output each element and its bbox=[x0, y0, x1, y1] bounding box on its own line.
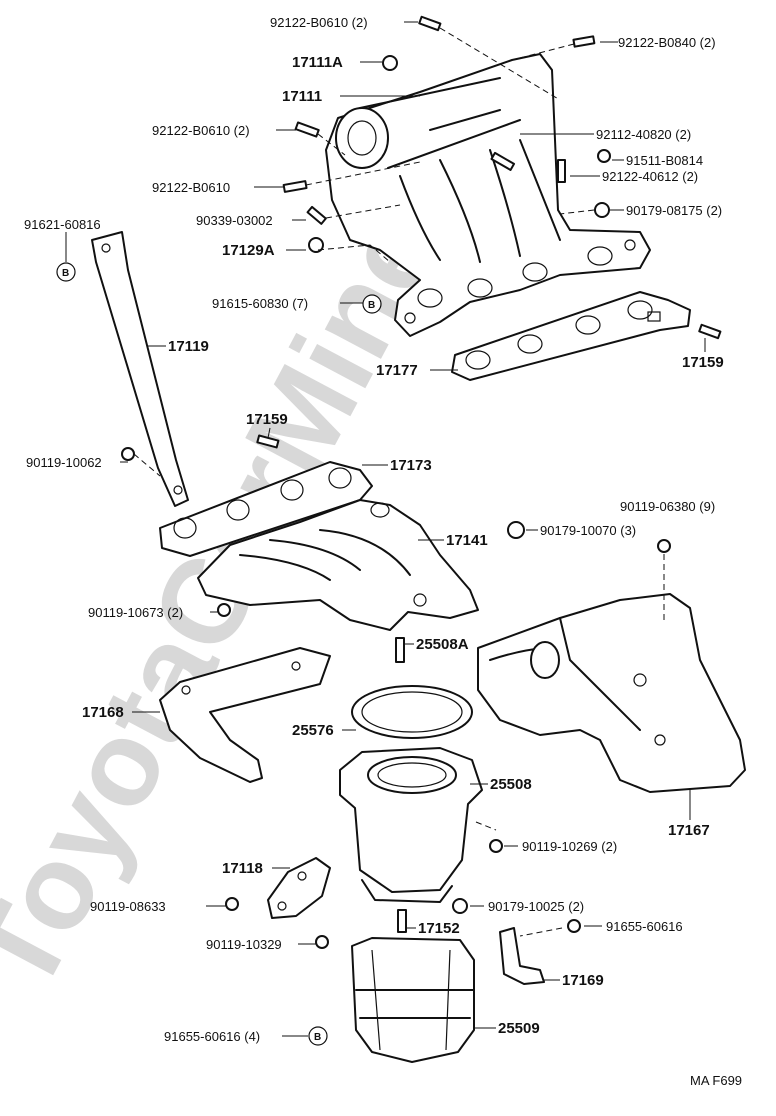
label-17177: 17177 bbox=[376, 362, 418, 379]
label-25508: 25508 bbox=[490, 776, 532, 793]
label-92122-B0840-2: 92122-B0840 (2) bbox=[618, 35, 716, 50]
part-labels: 92122-B0610 (2) 17111A 92122-B0840 (2) 1… bbox=[24, 15, 742, 1088]
fasteners bbox=[121, 15, 722, 949]
label-92122-B0610-2: 92122-B0610 (2) bbox=[270, 15, 368, 30]
label-90119-10269: 90119-10269 (2) bbox=[522, 839, 617, 854]
manifold-stay-17119 bbox=[91, 231, 189, 507]
label-17118: 17118 bbox=[222, 860, 263, 877]
label-17173: 17173 bbox=[390, 457, 432, 474]
label-17111A: 17111A bbox=[292, 54, 343, 71]
label-90119-06380: 90119-06380 (9) bbox=[620, 499, 715, 514]
bracket-17118 bbox=[267, 857, 331, 919]
label-25508A: 25508A bbox=[416, 636, 469, 653]
label-90179-10070: 90179-10070 (3) bbox=[540, 523, 636, 538]
label-90119-10329: 90119-10329 bbox=[206, 937, 282, 952]
gasket-17177 bbox=[451, 291, 691, 381]
label-91615-60830: 91615-60830 (7) bbox=[212, 296, 308, 311]
drawing-code: MA F699 bbox=[690, 1073, 742, 1088]
label-17159-mid: 17159 bbox=[246, 411, 288, 428]
label-90119-10673: 90119-10673 (2) bbox=[88, 605, 183, 620]
label-25576: 25576 bbox=[292, 722, 334, 739]
gasket-17173 bbox=[159, 461, 373, 557]
reference-bubble-3: B bbox=[308, 1026, 328, 1046]
intake-manifold-17111 bbox=[325, 53, 651, 337]
label-17168: 17168 bbox=[82, 704, 124, 721]
label-90179-10025: 90179-10025 (2) bbox=[488, 899, 584, 914]
catalytic-converter-25508 bbox=[339, 747, 483, 903]
converter-protector-25509 bbox=[351, 937, 475, 1063]
label-17167: 17167 bbox=[668, 822, 710, 839]
label-90179-08175: 90179-08175 (2) bbox=[626, 203, 722, 218]
label-91511-B0814: 91511-B0814 bbox=[626, 153, 703, 168]
label-92122-B0610: 92122-B0610 bbox=[152, 180, 230, 195]
bracket-17169 bbox=[499, 927, 545, 985]
label-92122-40612: 92122-40612 (2) bbox=[602, 169, 698, 184]
reference-bubble-2: B bbox=[362, 294, 382, 314]
leader-lines bbox=[65, 21, 706, 1037]
label-92122-B0610-2b: 92122-B0610 (2) bbox=[152, 123, 250, 138]
heat-insulator-17167 bbox=[477, 593, 746, 793]
svg-text:B: B bbox=[314, 1032, 321, 1043]
label-92112-40820: 92112-40820 (2) bbox=[596, 127, 691, 142]
reference-bubble-1: B bbox=[56, 262, 76, 282]
label-17141: 17141 bbox=[446, 532, 488, 549]
gasket-25576 bbox=[351, 685, 473, 739]
label-17111: 17111 bbox=[282, 88, 322, 105]
svg-text:B: B bbox=[62, 268, 69, 279]
label-90119-10062: 90119-10062 bbox=[26, 455, 102, 470]
label-91655-60616-4: 91655-60616 (4) bbox=[164, 1029, 260, 1044]
label-25509: 25509 bbox=[498, 1020, 540, 1037]
label-90119-08633: 90119-08633 bbox=[90, 899, 166, 914]
label-17159-top: 17159 bbox=[682, 354, 724, 371]
label-91655-60616: 91655-60616 bbox=[606, 919, 683, 934]
label-17129A: 17129A bbox=[222, 242, 275, 259]
label-17119: 17119 bbox=[168, 338, 209, 355]
heat-insulator-17168 bbox=[159, 647, 331, 783]
svg-text:B: B bbox=[368, 300, 375, 311]
label-90339-03002: 90339-03002 bbox=[196, 213, 273, 228]
label-17169: 17169 bbox=[562, 972, 604, 989]
label-91621-60816: 91621-60816 bbox=[24, 217, 101, 232]
exhaust-manifold-17141 bbox=[197, 499, 479, 631]
label-17152: 17152 bbox=[418, 920, 460, 937]
